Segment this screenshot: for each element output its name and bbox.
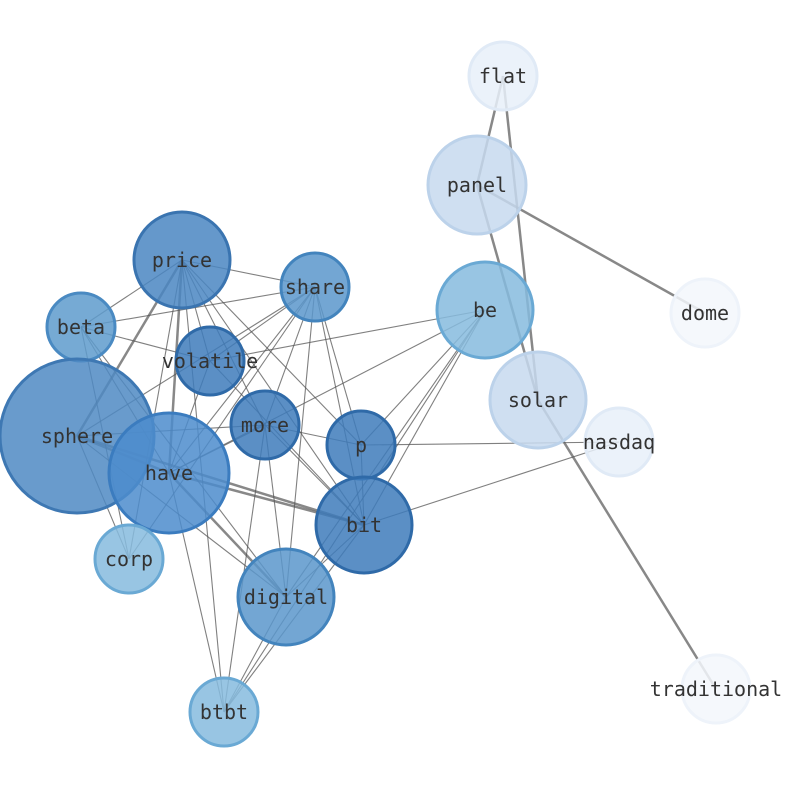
node-label-volatile: volatile (162, 349, 258, 373)
node-circle-more (229, 389, 301, 461)
node-panel: panel (426, 134, 528, 236)
node-circle-corp (93, 523, 165, 595)
edge-more-btbt (223, 424, 266, 713)
node-circle-nasdaq (583, 406, 655, 478)
node-circle-volatile (174, 325, 246, 397)
node-label-panel: panel (447, 173, 507, 197)
node-layer: flat panel dome be solar nasdaq traditional pri… (0, 40, 782, 748)
node-label-sphere: sphere (41, 424, 113, 448)
node-circle-solar (488, 350, 588, 450)
node-circle-price (132, 210, 232, 310)
node-label-p: p (355, 433, 367, 457)
node-share: share (279, 251, 351, 323)
node-circle-have (107, 411, 231, 535)
node-label-price: price (152, 248, 212, 272)
node-label-have: have (145, 461, 193, 485)
node-nasdaq: nasdaq (583, 406, 655, 478)
node-btbt: btbt (188, 676, 260, 748)
node-circle-panel (426, 134, 528, 236)
edge-share-beta (80, 286, 316, 328)
node-dome: dome (669, 277, 741, 349)
node-circle-flat (467, 40, 539, 112)
node-more: more (229, 389, 301, 461)
node-circle-be (435, 260, 535, 360)
node-price: price (132, 210, 232, 310)
node-volatile: volatile (162, 325, 258, 397)
node-circle-traditional (680, 653, 752, 725)
node-be: be (435, 260, 535, 360)
node-label-traditional: traditional (650, 677, 782, 701)
node-label-be: be (473, 298, 497, 322)
node-circle-bit (314, 475, 414, 575)
node-label-solar: solar (508, 388, 568, 412)
node-label-more: more (241, 413, 289, 437)
node-circle-share (279, 251, 351, 323)
node-corp: corp (93, 523, 165, 595)
node-label-share: share (285, 275, 345, 299)
node-circle-btbt (188, 676, 260, 748)
node-label-corp: corp (105, 547, 153, 571)
node-label-nasdaq: nasdaq (583, 430, 655, 454)
node-traditional: traditional (650, 653, 782, 725)
edge-flat-solar (501, 75, 540, 401)
edge-solar-traditional (536, 399, 718, 690)
node-bit: bit (314, 475, 414, 575)
node-p: p (325, 409, 397, 481)
node-circle-digital (236, 547, 336, 647)
node-label-btbt: btbt (200, 700, 248, 724)
node-label-dome: dome (681, 301, 729, 325)
node-digital: digital (236, 547, 336, 647)
edge-layer (75, 75, 718, 713)
node-label-beta: beta (57, 315, 105, 339)
edge-p-nasdaq (360, 441, 620, 446)
edge-share-digital (285, 286, 316, 598)
node-solar: solar (488, 350, 588, 450)
node-have: have (107, 411, 231, 535)
node-flat: flat (467, 40, 539, 112)
node-beta: beta (45, 291, 117, 363)
node-label-digital: digital (244, 585, 328, 609)
node-label-bit: bit (346, 513, 382, 537)
node-label-flat: flat (479, 64, 527, 88)
node-circle-dome (669, 277, 741, 349)
